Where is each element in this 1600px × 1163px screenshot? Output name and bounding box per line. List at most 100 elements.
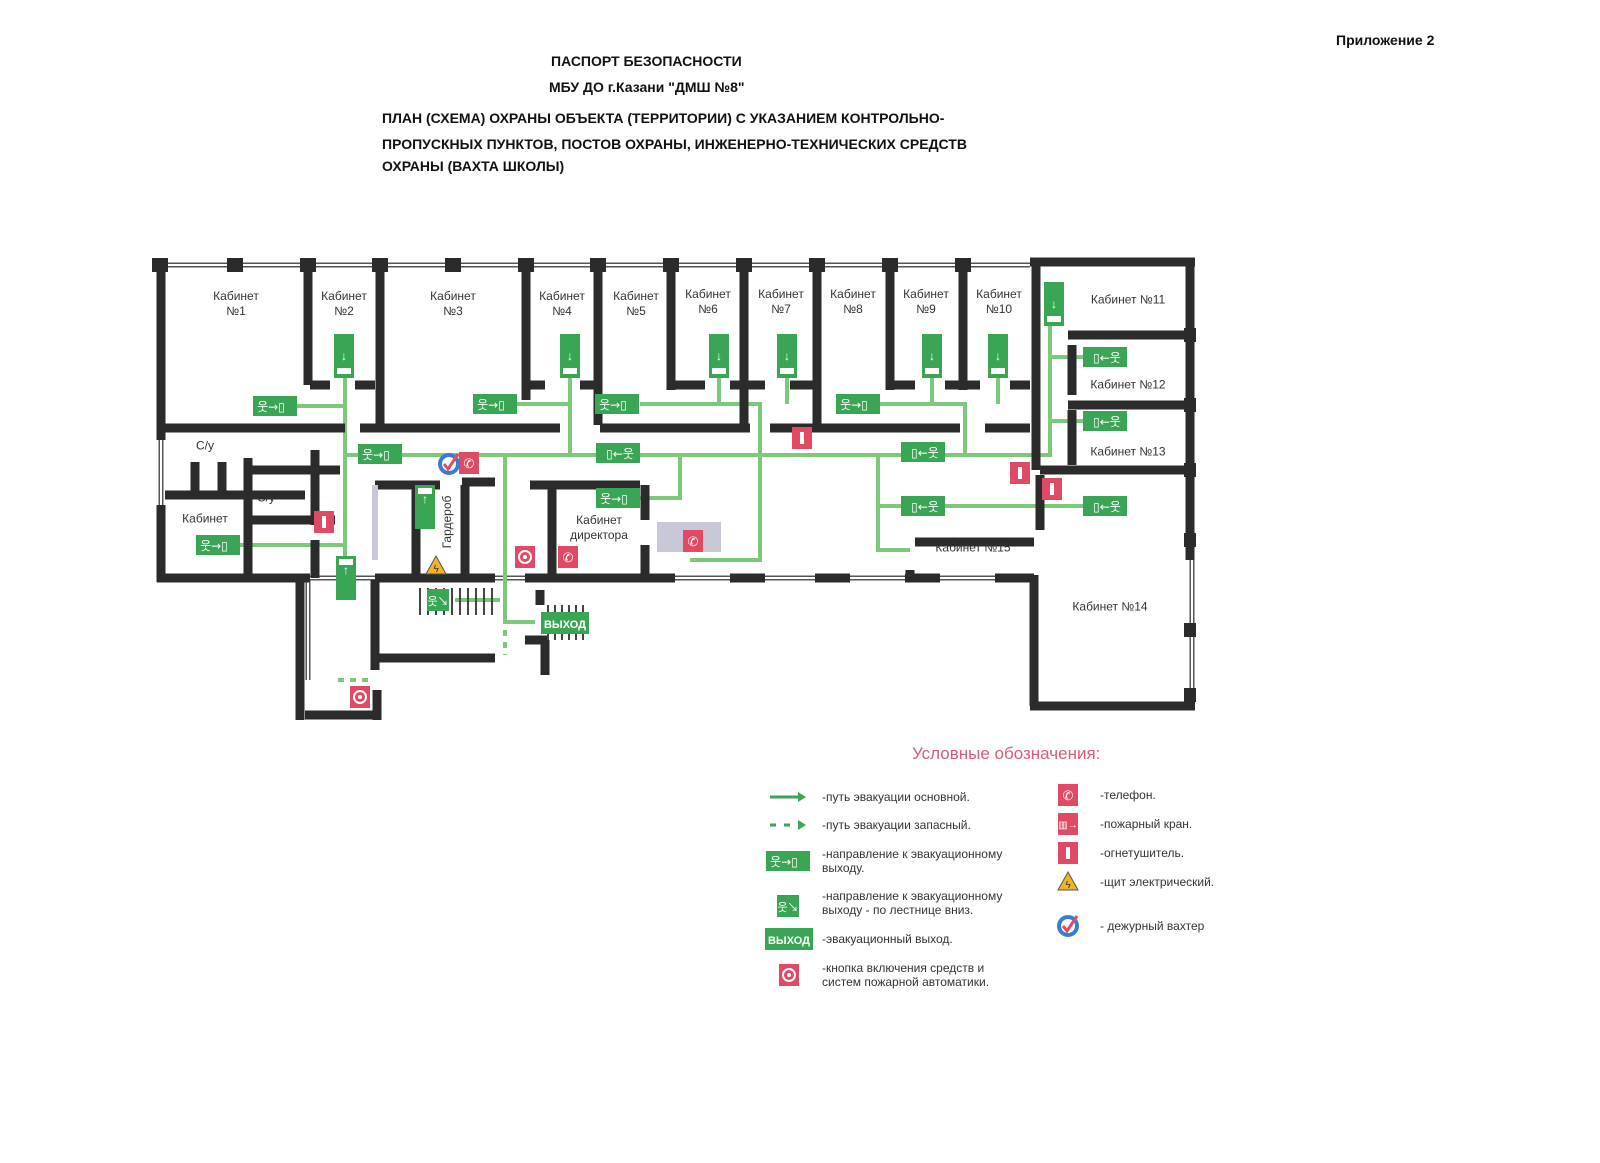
evacuation-path (343, 300, 1052, 457)
phone-icon (459, 452, 479, 474)
button-ring (518, 550, 532, 564)
pillar (663, 258, 679, 272)
exit-direction-sign-vertical-glyph: ↓ (1051, 297, 1057, 311)
exit-direction-sign-vertical-door (780, 368, 794, 374)
exit-direction-sign-vertical (709, 334, 729, 378)
wc-2: С/у (257, 490, 275, 505)
exit-direction-sign-glyph: ▯←웃 (606, 447, 634, 461)
phone-glyph: ✆ (1063, 788, 1074, 803)
exit-direction-sign-glyph: 웃→▯ (477, 398, 505, 412)
exit-sign (765, 928, 813, 950)
room-4: Кабинет №4 (539, 289, 585, 318)
pillar (1184, 533, 1196, 547)
evacuation-path (640, 402, 762, 455)
evacuation-path (503, 455, 535, 624)
room-director: Кабинет директора (570, 513, 628, 542)
exit-direction-sign-vertical (415, 485, 435, 529)
stairs-exit-sign (427, 589, 449, 611)
phone-icon (558, 546, 578, 568)
evacuation-path (880, 402, 967, 455)
exit-direction-sign-vertical-glyph: ↓ (995, 349, 1001, 363)
button-dot (523, 555, 527, 559)
pillar (372, 258, 388, 272)
exit-direction-sign (1083, 496, 1127, 516)
legend-main-path: -путь эвакуации основной. (822, 790, 970, 804)
extinguisher-glyph (1018, 467, 1022, 479)
legend-reserve-path: -путь эвакуации запасный. (822, 818, 971, 832)
exit-direction-sign-vertical (988, 334, 1008, 378)
hydrant-icon (1058, 813, 1078, 835)
button-ring (353, 690, 367, 704)
stairs-exit-sign (777, 895, 799, 917)
lightning-glyph: ϟ (433, 564, 439, 575)
exit-direction-sign-glyph: 웃→▯ (257, 400, 285, 414)
room-cabinet: Кабинет (182, 511, 228, 526)
room-6: Кабинет №6 (685, 287, 731, 316)
room-8: Кабинет №8 (830, 287, 876, 316)
exit-direction-sign-glyph: 웃→▯ (599, 398, 627, 412)
room-12: Кабинет №12 (1090, 377, 1166, 392)
exit-direction-sign-vertical (777, 334, 797, 378)
exit-direction-sign-vertical-door (712, 368, 726, 374)
partition (372, 485, 378, 560)
phone-icon (683, 530, 703, 552)
button-dot (358, 695, 362, 699)
exit-direction-sign-vertical-door (337, 368, 351, 374)
exit-direction-sign-vertical-glyph: ↓ (567, 349, 573, 363)
pillar (809, 258, 825, 272)
exit-direction-sign-glyph: ▯←웃 (1093, 500, 1121, 514)
legend-exit-direction: -направление к эвакуационному выходу. (822, 847, 1003, 875)
exit-direction-sign (595, 394, 639, 414)
phone-glyph: ✆ (688, 534, 699, 549)
pillar (736, 258, 752, 272)
exit-direction-sign-vertical-glyph: ↓ (341, 349, 347, 363)
hydrant-glyph: ▥→ (1058, 820, 1077, 831)
exit-direction-sign-vertical (560, 334, 580, 378)
watchman-icon (1057, 915, 1079, 937)
exit-direction-sign (596, 488, 640, 508)
legend-exit: -эвакуационный выход. (822, 932, 953, 946)
exit-direction-sign-glyph: ▯←웃 (911, 500, 939, 514)
legend-title: Условные обозначения: (912, 744, 1101, 763)
stairs-glyph: 웃↘ (427, 595, 448, 608)
pillar (1184, 463, 1196, 477)
evacuation-path (640, 455, 682, 500)
exit-direction-sign-vertical-door (418, 488, 432, 494)
exit-direction-sign (358, 444, 402, 464)
exit-direction-sign (196, 535, 240, 555)
legend-hydrant: -пожарный кран. (1100, 817, 1193, 831)
phone-glyph: ✆ (464, 456, 475, 471)
pillar (227, 258, 243, 272)
exit-direction-sign-vertical-door (991, 368, 1005, 374)
room-13: Кабинет №13 (1090, 444, 1166, 459)
room-9: Кабинет №9 (903, 287, 949, 316)
legend-phone: -телефон. (1100, 788, 1156, 802)
pillar (1184, 328, 1196, 342)
pillar (1184, 688, 1196, 702)
plan-title-line3: ОХРАНЫ (ВАХТА ШКОЛЫ) (382, 158, 565, 174)
evacuation-paths (232, 300, 1090, 682)
extinguisher-glyph (800, 432, 804, 444)
pillar (445, 258, 461, 272)
evacuation-path (690, 455, 762, 562)
legend-exit-direction-icon (766, 851, 810, 871)
stairs-glyph: 웃↘ (777, 901, 798, 914)
exit-direction-sign-glyph: 웃→▯ (600, 492, 628, 506)
exit-direction-sign (1083, 347, 1127, 367)
exit-direction-sign-glyph: ▯←웃 (1093, 351, 1121, 365)
exit-sign (541, 612, 589, 634)
exit-direction-sign (1083, 411, 1127, 431)
room-1: Кабинет №1 (213, 289, 259, 318)
exit-direction-sign-glyph: 웃→▯ (362, 448, 390, 462)
exit-sign-label: ВЫХОД (768, 935, 810, 947)
exit-direction-sign-vertical (1044, 282, 1064, 326)
electric-panel-icon (425, 554, 447, 575)
exit-direction-sign-vertical-door (563, 368, 577, 374)
pillar (300, 258, 316, 272)
exit-direction-sign (901, 442, 945, 462)
exit-sign-label: ВЫХОД (544, 619, 586, 631)
exit-direction-sign-glyph: ▯←웃 (911, 446, 939, 460)
legend-watchman: - дежурный вахтер (1100, 919, 1205, 933)
exit-direction-sign (901, 496, 945, 516)
